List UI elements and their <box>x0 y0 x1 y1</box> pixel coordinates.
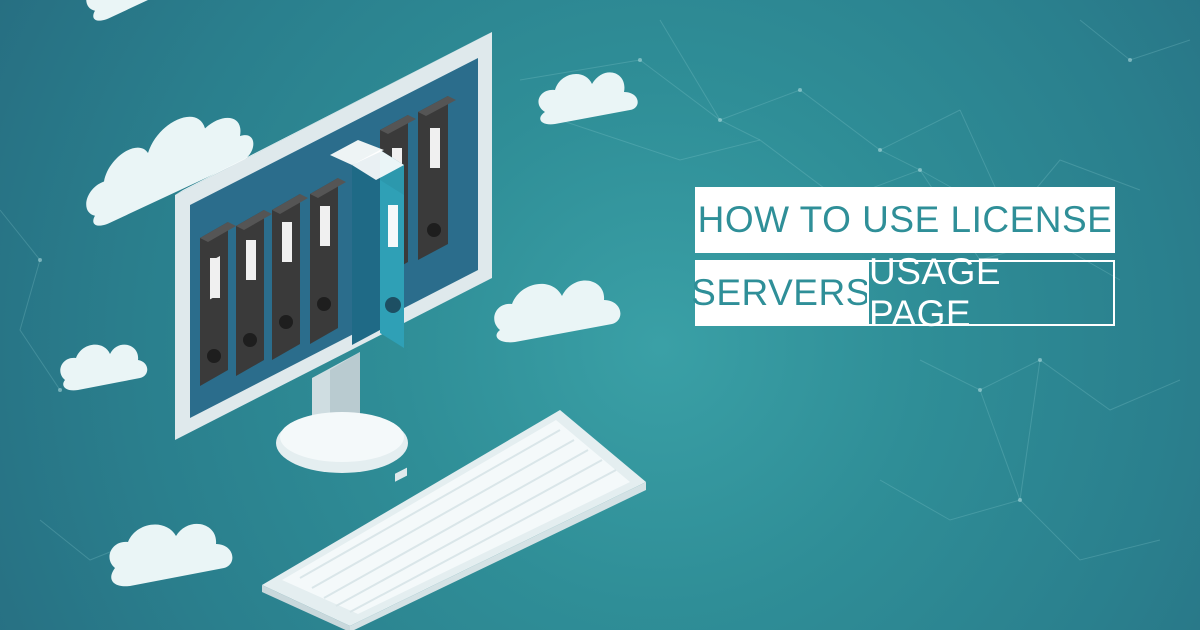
cloud-icon <box>538 72 638 125</box>
keyboard-icon <box>262 410 646 630</box>
cloud-icon <box>86 0 254 21</box>
cloud-icon <box>494 280 621 343</box>
title-line-2-left: SERVERS <box>691 260 870 326</box>
cloud-icon <box>60 344 148 391</box>
cloud-icon <box>86 116 254 226</box>
title-line-1: HOW TO USE LICENSE <box>695 187 1115 253</box>
cloud-icon <box>109 523 233 587</box>
binder-icon <box>200 96 456 386</box>
title-block: HOW TO USE LICENSE SERVERS USAGE PAGE <box>691 187 1115 334</box>
title-line-2-right: USAGE PAGE <box>867 251 1115 334</box>
